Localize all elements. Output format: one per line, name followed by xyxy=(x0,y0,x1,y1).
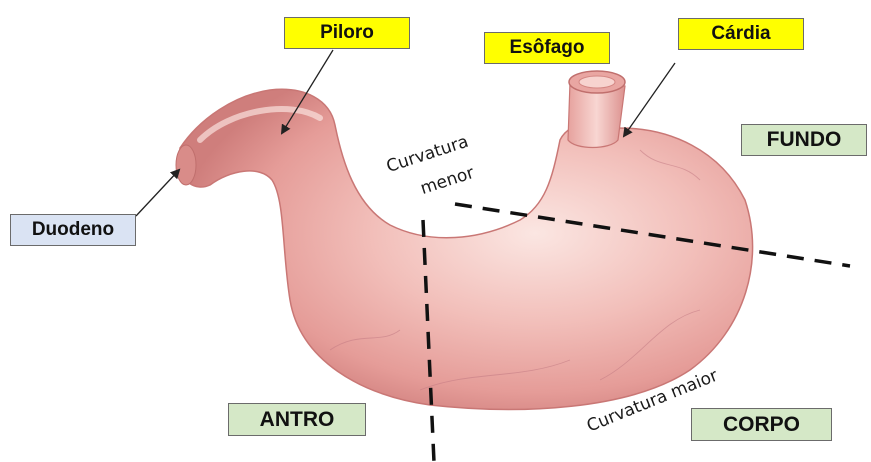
corpo-label: CORPO xyxy=(691,408,832,441)
piloro-label: Piloro xyxy=(284,17,410,49)
fundo-label: FUNDO xyxy=(741,124,867,156)
duodeno-label: Duodeno xyxy=(10,214,136,246)
antro-label: ANTRO xyxy=(228,403,366,436)
cardia-label: Cárdia xyxy=(678,18,804,50)
duodeno-arrow xyxy=(136,170,179,216)
duodenum-opening xyxy=(176,145,196,185)
cardia-arrow xyxy=(624,63,675,136)
esophagus-lumen xyxy=(579,76,615,88)
esofago-label: Esôfago xyxy=(484,32,610,64)
